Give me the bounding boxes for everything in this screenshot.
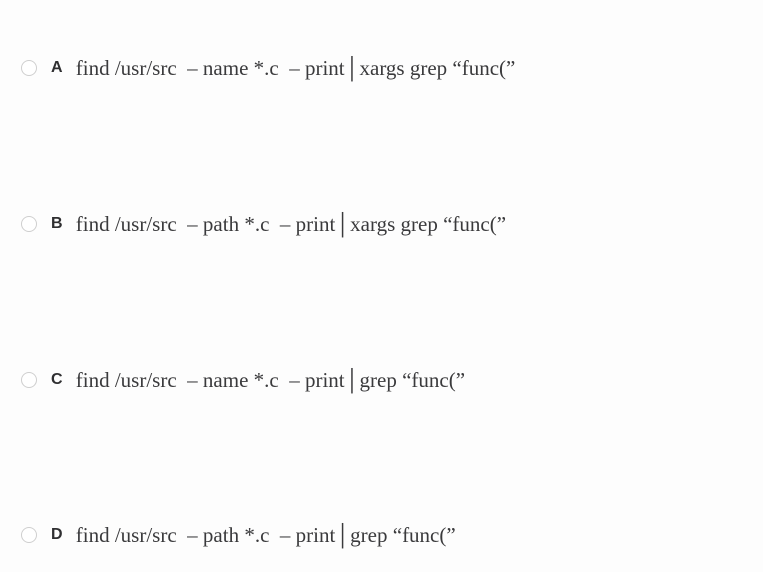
option-letter-c: C (51, 371, 63, 388)
answer-option-d[interactable]: D find /usr/src – path *.c – print│grep … (0, 515, 763, 555)
option-text-b: find /usr/src – path *.c – print│xargs g… (75, 211, 507, 236)
option-text-a: find /usr/src – name *.c – print│xargs g… (75, 55, 516, 80)
radio-button-a[interactable] (21, 60, 37, 76)
option-letter-d: D (51, 526, 63, 543)
answer-option-a[interactable]: A find /usr/src – name *.c – print│xargs… (0, 48, 763, 88)
option-letter-a: A (51, 59, 63, 76)
option-text-c: find /usr/src – name *.c – print│grep “f… (75, 367, 466, 392)
radio-button-d[interactable] (21, 527, 37, 543)
answer-option-b[interactable]: B find /usr/src – path *.c – print│xargs… (0, 204, 763, 244)
option-text-d: find /usr/src – path *.c – print│grep “f… (75, 522, 456, 547)
radio-button-b[interactable] (21, 216, 37, 232)
answer-option-c[interactable]: C find /usr/src – name *.c – print│grep … (0, 360, 763, 400)
option-letter-b: B (51, 215, 63, 232)
radio-button-c[interactable] (21, 372, 37, 388)
